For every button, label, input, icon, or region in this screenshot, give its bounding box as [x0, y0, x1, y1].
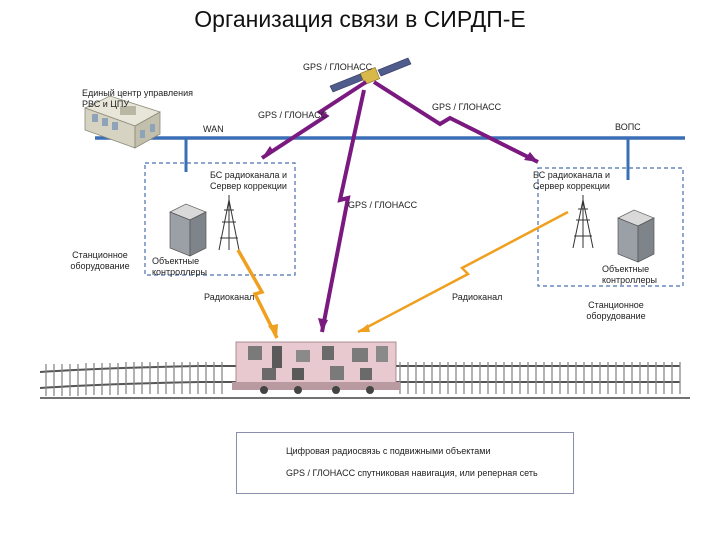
- left-station-shelter-icon: [169, 203, 207, 257]
- station-left-line1: Станционное: [72, 250, 128, 260]
- right-station-box: [537, 167, 684, 287]
- station-right-line2: оборудование: [586, 311, 646, 321]
- page-title: Организация связи в СИРДП-Е: [194, 6, 526, 32]
- bs-right-line1: БС радиоканала и: [533, 170, 611, 180]
- radio-label-right: Радиоканал: [452, 292, 503, 302]
- left-radio-tower-icon: [218, 195, 240, 251]
- gps-bolt-to-center: [260, 80, 368, 160]
- legend-radio-text: Цифровая радиосвязь с подвижными объекта…: [286, 446, 491, 456]
- legend: [236, 432, 574, 494]
- left-station-box: [144, 162, 296, 276]
- object-left-line1: Объектные: [152, 256, 200, 266]
- bs-left-line2: Сервер коррекции: [210, 181, 287, 191]
- legend-gps-text: GPS / ГЛОНАСС спутниковая навигация, или…: [286, 468, 538, 478]
- gps-bolt-to-vehicle: [320, 89, 366, 333]
- satellite-icon: [329, 57, 412, 93]
- bs-right-line2: Сервер коррекции: [533, 181, 610, 191]
- object-left-line2: контроллеры: [152, 267, 207, 277]
- radio-label-left: Радиоканал: [204, 292, 255, 302]
- object-right-line2: контроллеры: [602, 275, 657, 285]
- wan-label: WAN: [203, 124, 224, 134]
- bs-left-line1: БС радиоканала и: [210, 170, 288, 180]
- control-center-building-icon: [83, 95, 161, 149]
- radio-bolt-right: [357, 210, 569, 334]
- station-right-line1: Станционное: [588, 300, 644, 310]
- object-right-line1: Объектные: [602, 264, 650, 274]
- station-left-line2: оборудование: [70, 261, 130, 271]
- locomotive-icon: [232, 341, 400, 394]
- gps-label-top: GPS / ГЛОНАСС: [303, 62, 373, 72]
- right-station-shelter-icon: [617, 209, 655, 263]
- radio-bolt-left: [236, 249, 279, 339]
- gps-label-left: GPS / ГЛОНАСС: [258, 110, 328, 120]
- gps-bolt-to-right: [372, 80, 539, 164]
- gps-label-middle: GPS / ГЛОНАСС: [348, 200, 418, 210]
- center-label-line1: Единый центр управления: [82, 88, 193, 98]
- right-radio-tower-icon: [572, 195, 594, 249]
- center-label-line2: РВС и ЦПУ: [82, 99, 130, 109]
- vops-label: ВОПС: [615, 122, 641, 132]
- gps-label-right: GPS / ГЛОНАСС: [432, 102, 502, 112]
